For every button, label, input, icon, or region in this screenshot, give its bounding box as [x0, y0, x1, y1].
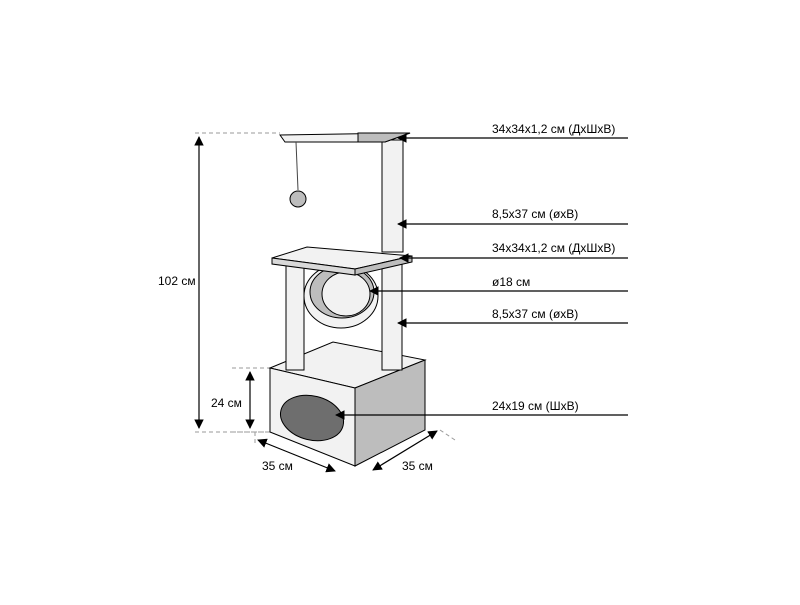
middle-platform [271, 246, 413, 276]
base-width-label: 35 см [262, 459, 293, 473]
upper-post [381, 139, 404, 253]
callout-house-opening: 24x19 см (ШхВ) [492, 399, 579, 413]
base-depth-arrow [372, 430, 438, 471]
tunnel-inner-light [321, 271, 371, 317]
lower-post-left [285, 264, 305, 371]
callout-tunnel: ø18 см [492, 275, 530, 289]
top-platform-dark [357, 132, 411, 143]
extension-lines [195, 132, 456, 445]
tunnel [303, 263, 379, 329]
callout-middle-platform: 34x34x1,2 см (ДхШхВ) [492, 241, 615, 255]
callout-lower-post: 8,5x37 см (øxB) [492, 307, 578, 321]
hanging-toy [289, 141, 307, 208]
base-width-arrow [257, 438, 336, 473]
callout-labels: 34x34x1,2 см (ДхШхВ) 8,5x37 см (øxB) 34x… [492, 122, 615, 413]
top-platform [279, 132, 411, 143]
base-depth-label: 35 см [402, 459, 433, 473]
dimension-labels: 102 см 24 см 35 см 35 см [158, 274, 433, 473]
callout-upper-post: 8,5x37 см (øxB) [492, 207, 578, 221]
callout-top-platform: 34x34x1,2 см (ДхШхВ) [492, 122, 615, 136]
dimension-arrows [194, 136, 438, 473]
total-height-label: 102 см [158, 274, 196, 288]
base-height-label: 24 см [211, 396, 242, 410]
callout-leaders [335, 133, 628, 420]
toy-ball [289, 190, 307, 208]
lower-post-right [381, 261, 403, 371]
lower-posts [285, 261, 403, 371]
